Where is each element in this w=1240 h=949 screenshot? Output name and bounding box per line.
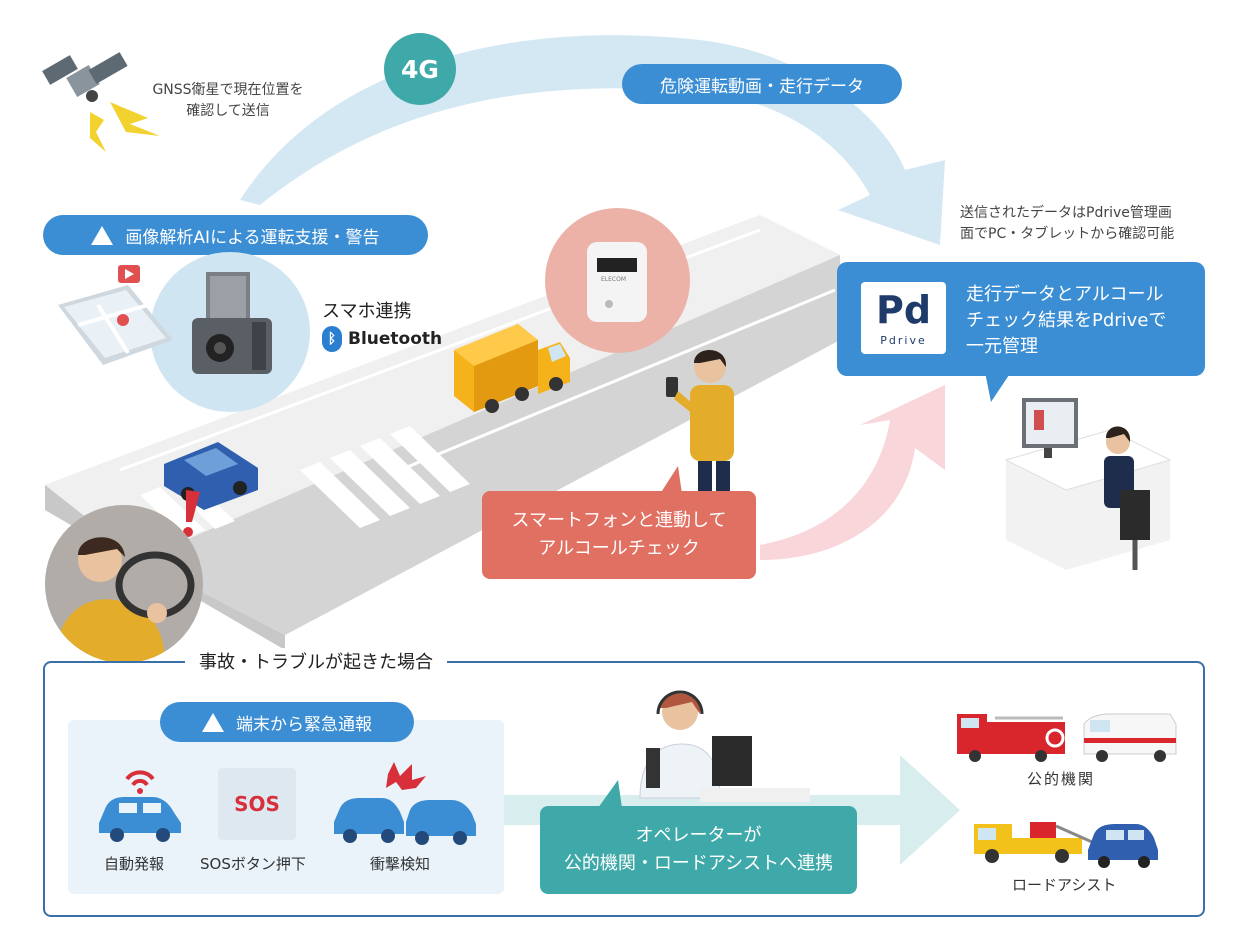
road-assist-label: ロードアシスト [1012,876,1117,894]
camera-icon [192,272,272,374]
danger-video-pill: 危険運転動画・走行データ [622,64,902,104]
fire-truck-icon [957,714,1065,762]
warning-icon [202,712,224,732]
fourg-label: 4G [401,54,439,84]
sent-line1: 送信されたデータはPdrive管理画 [960,205,1172,221]
gnss-text: GNSS衛星で現在位置を 確認して送信 [143,80,313,122]
office-worker-icon [1004,398,1172,570]
satellite-icon [42,52,160,152]
gnss-line2: 確認して送信 [186,103,270,119]
bluetooth-label: Bluetooth [348,329,443,349]
auto-report-icon [99,770,181,842]
auto-report-label: 自動発報 [104,855,165,873]
pdrive-logo-sub: Pdrive [880,334,927,347]
bluetooth-icon: ᛒ [322,326,342,352]
ai-assist-pill: 画像解析AIによる運転支援・警告 [43,215,428,255]
ambulance-icon [1083,713,1177,762]
pdrive-line3: 一元管理 [966,336,1038,357]
pdrive-text: 走行データとアルコール チェック結果をPdriveで 一元管理 [966,282,1166,360]
driver-bubble [45,505,203,663]
pdrive-box-tail [985,372,1011,402]
gnss-line1: GNSS衛星で現在位置を [152,82,304,98]
operator-icon [639,690,810,802]
car-icon [164,442,258,510]
impact-icon [334,762,476,845]
checker-brand: ELECOM [601,276,627,283]
driver-icon [45,505,203,663]
emergency-label: 端末から緊急通報 [236,714,372,735]
alcohol-box: スマートフォンと連動して アルコールチェック [482,491,756,579]
danger-video-label: 危険運転動画・走行データ [660,76,864,97]
sent-line2: 面でPC・タブレットから確認可能 [960,226,1175,242]
operator-line1: オペレーターが [635,825,762,846]
pdrive-line1: 走行データとアルコール [966,284,1164,305]
impact-label: 衝撃検知 [370,855,431,873]
sumaho-label: スマホ連携 [322,301,412,322]
sos-button-label: SOSボタン押下 [200,855,306,873]
public-label: 公的機関 [1027,770,1096,788]
alcohol-line1: スマートフォンと連動して [511,510,727,531]
warning-icon [91,225,114,245]
operator-box: オペレーターが 公的機関・ロードアシストへ連携 [540,806,857,894]
tow-truck-icon [974,822,1158,868]
pdrive-logo-mark: Pd [875,288,932,332]
sent-data-text: 送信されたデータはPdrive管理画 面でPC・タブレットから確認可能 [960,203,1174,245]
phone-map-icon [58,265,173,365]
operator-box-tail [598,780,622,808]
person-icon [666,349,734,495]
fourg-badge: 4G [384,33,456,105]
alcohol-line2: アルコールチェック [538,538,700,559]
truck-icon [454,324,570,413]
pdrive-line2: チェック結果をPdriveで [966,310,1167,331]
pdrive-logo: Pd Pdrive [861,282,946,354]
ai-assist-label: 画像解析AIによる運転支援・警告 [125,227,380,248]
bluetooth-row: ᛒ Bluetooth [322,326,442,352]
sos-badge: SOS [234,792,280,816]
alcohol-box-tail [660,466,682,494]
incident-title-label: 事故・トラブルが起きた場合 [199,652,433,673]
incident-frame [43,661,1205,917]
incident-title: 事故・トラブルが起きた場合 [185,648,447,674]
alcohol-checker-icon [587,242,647,322]
operator-line2: 公的機関・ロードアシストへ連携 [563,853,834,874]
emergency-pill: 端末から緊急通報 [160,702,414,742]
sos-button-icon: SOS [218,768,296,840]
